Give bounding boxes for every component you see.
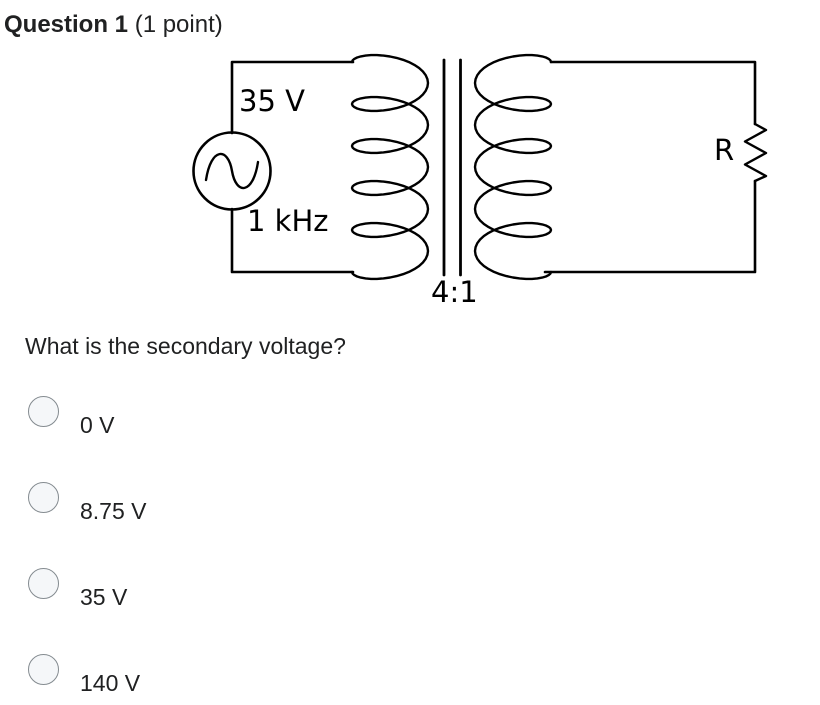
answer-option: 35 V — [28, 568, 127, 616]
option-label[interactable]: 8.75 V — [80, 498, 147, 524]
primary-circuit-wires — [230, 60, 355, 274]
radio-button[interactable] — [28, 654, 59, 685]
secondary-coil — [473, 53, 553, 281]
answer-option: 0 V — [28, 396, 115, 444]
question-text: What is the secondary voltage? — [25, 333, 346, 359]
question-number: Question 1 — [4, 11, 129, 38]
option-label[interactable]: 0 V — [80, 412, 115, 438]
answer-option: 8.75 V — [28, 482, 147, 530]
answer-option: 140 V — [28, 654, 140, 702]
resistor-zigzag — [743, 122, 768, 183]
radio-button[interactable] — [28, 568, 59, 599]
option-label[interactable]: 35 V — [80, 584, 128, 610]
sine-wave-icon — [204, 152, 260, 190]
source-frequency-label: 1 kHz — [247, 204, 329, 238]
circuit-diagram: 35 V 1 kHz 4:1 R — [192, 53, 768, 309]
primary-coil — [350, 53, 430, 281]
radio-button[interactable] — [28, 482, 59, 513]
question-points: (1 point) — [134, 11, 223, 38]
source-voltage-label: 35 V — [239, 84, 305, 118]
resistor-label: R — [714, 133, 734, 167]
ac-source-circle — [192, 131, 272, 211]
question-header: Question 1 (1 point) — [4, 11, 223, 40]
option-label[interactable]: 140 V — [80, 670, 141, 696]
radio-button[interactable] — [28, 396, 59, 427]
turns-ratio-label: 4:1 — [431, 275, 478, 309]
header-space — [128, 11, 135, 38]
secondary-circuit-wires — [543, 60, 757, 274]
